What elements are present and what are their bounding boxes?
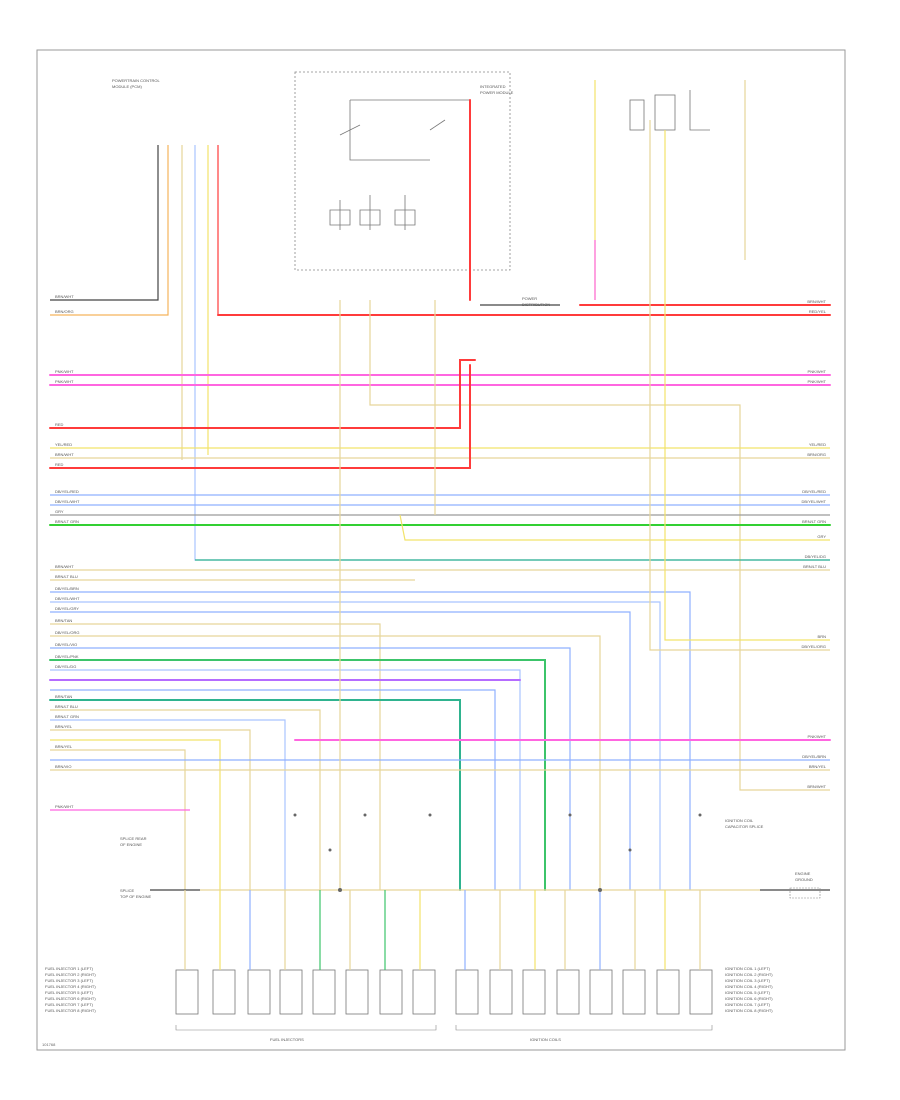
svg-text:DB/YEL/PNK: DB/YEL/PNK — [55, 654, 79, 659]
diagram-labels: POWERTRAIN CONTROL MODULE (PCM) INTEGRAT… — [112, 78, 813, 1042]
top-right-relays — [629, 90, 710, 131]
left-wire-labels: BRN/WHT BRN/ORG PNK/WHT PNK/WHT RED YEL/… — [55, 294, 80, 809]
svg-text:BRN/LT GRN: BRN/LT GRN — [55, 714, 79, 719]
fuel-injectors-label: FUEL INJECTORS — [270, 1037, 304, 1042]
svg-text:FUEL INJECTOR 3 (LEFT): FUEL INJECTOR 3 (LEFT) — [45, 978, 94, 983]
svg-text:BRN/LT GRN: BRN/LT GRN — [802, 519, 826, 524]
svg-text:PNK/WHT: PNK/WHT — [55, 379, 74, 384]
svg-text:DB/YEL/WHT: DB/YEL/WHT — [55, 499, 80, 504]
bottom-left-note: FUEL INJECTOR 1 (LEFT) FUEL INJECTOR 2 (… — [45, 966, 96, 1013]
svg-text:BRN/WHT: BRN/WHT — [55, 564, 74, 569]
svg-text:BRN/VIO: BRN/VIO — [55, 764, 71, 769]
svg-text:DB/YEL/DG: DB/YEL/DG — [55, 664, 76, 669]
svg-text:GROUND: GROUND — [795, 877, 813, 882]
svg-text:FUEL INJECTOR 7 (LEFT): FUEL INJECTOR 7 (LEFT) — [45, 1002, 94, 1007]
svg-text:RED: RED — [55, 422, 64, 427]
power-distribution-label: POWER — [522, 296, 537, 301]
ignition-coils-label: IGNITION COILS — [530, 1037, 561, 1042]
right-wire-labels: BRN/WHT RED/YEL PNK/WHT PNK/WHT YEL/RED … — [802, 299, 827, 789]
svg-text:BRN/WHT: BRN/WHT — [807, 299, 826, 304]
bottom-right-note: IGNITION COIL 1 (LEFT) IGNITION COIL 2 (… — [725, 966, 773, 1013]
svg-text:FUEL INJECTOR 4 (RIGHT): FUEL INJECTOR 4 (RIGHT) — [45, 984, 96, 989]
svg-text:FUEL INJECTOR 1 (LEFT): FUEL INJECTOR 1 (LEFT) — [45, 966, 94, 971]
horizontal-wires — [49, 300, 831, 891]
svg-text:DB/YEL/DG: DB/YEL/DG — [805, 554, 826, 559]
pcm-label: POWERTRAIN CONTROL — [112, 78, 160, 83]
svg-text:PNK/WHT: PNK/WHT — [808, 369, 827, 374]
left-splice-b-label: SPLICE — [120, 888, 135, 893]
svg-text:BRN/WHT: BRN/WHT — [55, 452, 74, 457]
svg-text:GRY: GRY — [55, 509, 64, 514]
svg-text:FUEL INJECTOR 6 (RIGHT): FUEL INJECTOR 6 (RIGHT) — [45, 996, 96, 1001]
svg-text:BRN/YEL: BRN/YEL — [55, 744, 73, 749]
svg-text:POWER MODULE: POWER MODULE — [480, 90, 514, 95]
svg-text:PNK/WHT: PNK/WHT — [808, 734, 827, 739]
svg-text:DB/YEL/BRN: DB/YEL/BRN — [55, 586, 79, 591]
svg-text:DB/YEL/BRN: DB/YEL/BRN — [802, 754, 826, 759]
svg-text:CAPACITOR SPLICE: CAPACITOR SPLICE — [725, 824, 764, 829]
svg-text:PNK/WHT: PNK/WHT — [808, 379, 827, 384]
svg-text:DISTRIBUTION: DISTRIBUTION — [522, 302, 550, 307]
svg-text:PNK/WHT: PNK/WHT — [55, 804, 74, 809]
ipm-label: INTEGRATED — [480, 84, 506, 89]
left-splice-a-label: SPLICE REAR — [120, 836, 147, 841]
svg-text:IGNITION COIL 7 (LEFT): IGNITION COIL 7 (LEFT) — [725, 1002, 771, 1007]
group-brackets — [175, 1025, 713, 1031]
component-connectors — [175, 969, 713, 1015]
svg-text:IGNITION COIL 3 (LEFT): IGNITION COIL 3 (LEFT) — [725, 978, 771, 983]
svg-text:BRN/ORG: BRN/ORG — [55, 309, 74, 314]
svg-text:IGNITION COIL 5 (LEFT): IGNITION COIL 5 (LEFT) — [725, 990, 771, 995]
svg-text:IGNITION COIL 4 (RIGHT): IGNITION COIL 4 (RIGHT) — [725, 984, 773, 989]
svg-text:BRN/LT BLU: BRN/LT BLU — [803, 564, 826, 569]
svg-text:RED: RED — [55, 462, 64, 467]
svg-text:DB/YEL/GRY: DB/YEL/GRY — [55, 606, 79, 611]
svg-text:DB/YEL/RED: DB/YEL/RED — [55, 489, 79, 494]
svg-text:BRN/TAN: BRN/TAN — [55, 694, 72, 699]
svg-text:IGNITION COIL 2 (RIGHT): IGNITION COIL 2 (RIGHT) — [725, 972, 773, 977]
svg-text:BRN/YEL: BRN/YEL — [55, 724, 73, 729]
svg-text:BRN/WHT: BRN/WHT — [55, 294, 74, 299]
footer-code: 101768 — [42, 1042, 56, 1047]
svg-text:YEL/RED: YEL/RED — [809, 442, 826, 447]
splice-dots — [293, 813, 821, 899]
diagram-frame — [36, 49, 846, 1051]
svg-text:DB/YEL/RED: DB/YEL/RED — [802, 489, 826, 494]
svg-text:OF ENGINE: OF ENGINE — [120, 842, 142, 847]
svg-text:BRN: BRN — [818, 634, 827, 639]
pcm-top-wires — [50, 145, 830, 561]
svg-text:DB/YEL/ORG: DB/YEL/ORG — [55, 630, 79, 635]
engine-ground-label: ENGINE — [795, 871, 811, 876]
svg-text:BRN/YEL: BRN/YEL — [809, 764, 827, 769]
bottom-bus — [150, 889, 830, 970]
svg-text:PNK/WHT: PNK/WHT — [55, 369, 74, 374]
svg-text:RED/YEL: RED/YEL — [809, 309, 827, 314]
svg-text:FUEL INJECTOR 2 (RIGHT): FUEL INJECTOR 2 (RIGHT) — [45, 972, 96, 977]
svg-text:IGNITION COIL 6 (RIGHT): IGNITION COIL 6 (RIGHT) — [725, 996, 773, 1001]
svg-text:FUEL INJECTOR 8 (RIGHT): FUEL INJECTOR 8 (RIGHT) — [45, 1008, 96, 1013]
svg-text:BRN/LT BLU: BRN/LT BLU — [55, 574, 78, 579]
svg-text:BRN/LT BLU: BRN/LT BLU — [55, 704, 78, 709]
svg-text:BRN/WHT: BRN/WHT — [807, 784, 826, 789]
svg-text:GRY: GRY — [817, 534, 826, 539]
svg-text:TOP OF ENGINE: TOP OF ENGINE — [120, 894, 152, 899]
svg-text:FUEL INJECTOR 5 (LEFT): FUEL INJECTOR 5 (LEFT) — [45, 990, 94, 995]
svg-text:IGNITION COIL 1 (LEFT): IGNITION COIL 1 (LEFT) — [725, 966, 771, 971]
svg-text:BRN/TAN: BRN/TAN — [55, 618, 72, 623]
relay-verticals — [339, 80, 830, 890]
right-splice-label: IGNITION COIL — [725, 818, 754, 823]
svg-text:YEL/RED: YEL/RED — [55, 442, 72, 447]
svg-text:MODULE (PCM): MODULE (PCM) — [112, 84, 142, 89]
svg-text:DB/YEL/ORG: DB/YEL/ORG — [802, 644, 826, 649]
svg-text:BRN/ORG: BRN/ORG — [807, 452, 826, 457]
relay-box-internals — [329, 99, 471, 230]
svg-text:DB/YEL/VIO: DB/YEL/VIO — [55, 642, 77, 647]
svg-text:DB/YEL/WHT: DB/YEL/WHT — [55, 596, 80, 601]
svg-text:IGNITION COIL 8 (RIGHT): IGNITION COIL 8 (RIGHT) — [725, 1008, 773, 1013]
relay-box — [294, 71, 511, 271]
svg-text:BRN/LT GRN: BRN/LT GRN — [55, 519, 79, 524]
svg-text:DB/YEL/WHT: DB/YEL/WHT — [802, 499, 827, 504]
